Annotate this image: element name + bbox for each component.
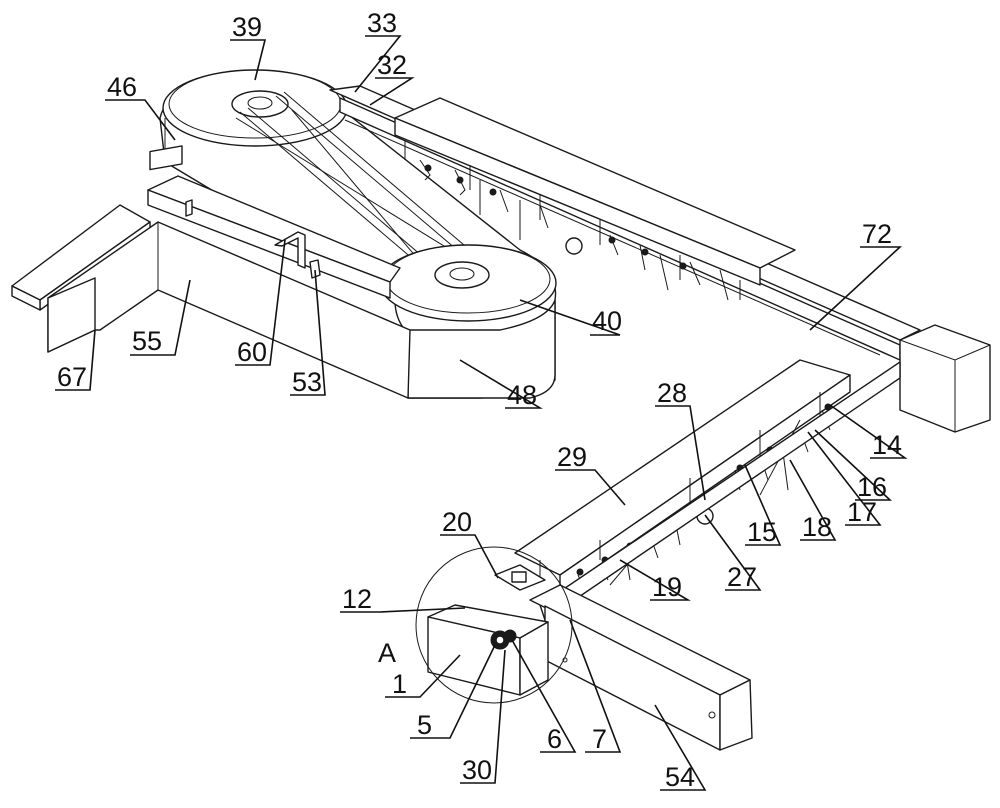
left-conveyor <box>11 204 411 399</box>
upper-carriage <box>394 97 796 301</box>
label-16: 16 <box>857 472 887 502</box>
label-53: 53 <box>292 367 322 397</box>
label-5: 5 <box>417 710 432 740</box>
label-27: 27 <box>727 562 757 592</box>
label-12: 12 <box>342 584 372 614</box>
corner-block-1 <box>427 564 549 696</box>
label-1: 1 <box>392 669 407 699</box>
label-60: 60 <box>237 337 267 367</box>
lower-carriage <box>514 359 851 593</box>
label-18: 18 <box>802 512 832 542</box>
part-labels: 39 33 32 46 72 40 55 60 53 67 48 28 29 1… <box>57 8 902 792</box>
right-corner-block <box>899 324 991 433</box>
label-17: 17 <box>847 497 877 527</box>
label-55: 55 <box>132 326 162 356</box>
label-48: 48 <box>507 380 537 410</box>
label-28: 28 <box>657 378 687 408</box>
label-20: 20 <box>442 507 472 537</box>
label-14: 14 <box>872 430 902 460</box>
pulley-39 <box>162 69 348 147</box>
label-6: 6 <box>547 724 562 754</box>
lower-rail <box>539 361 901 621</box>
leader-lines <box>55 35 908 791</box>
label-40: 40 <box>592 306 622 336</box>
label-7: 7 <box>592 724 607 754</box>
label-67: 67 <box>57 362 87 392</box>
label-29: 29 <box>557 442 587 472</box>
label-33: 33 <box>367 8 397 38</box>
label-46: 46 <box>107 72 137 102</box>
label-54: 54 <box>665 762 695 792</box>
label-30: 30 <box>462 755 492 785</box>
pulley-40 <box>379 244 557 322</box>
upper-linkage-arms <box>419 159 729 301</box>
bottom-conveyor <box>529 584 753 751</box>
left-rail <box>147 145 401 299</box>
label-15: 15 <box>747 517 777 547</box>
label-32: 32 <box>377 50 407 80</box>
label-a: A <box>378 638 396 668</box>
label-39: 39 <box>232 12 262 42</box>
label-19: 19 <box>652 572 682 602</box>
label-72: 72 <box>862 219 892 249</box>
